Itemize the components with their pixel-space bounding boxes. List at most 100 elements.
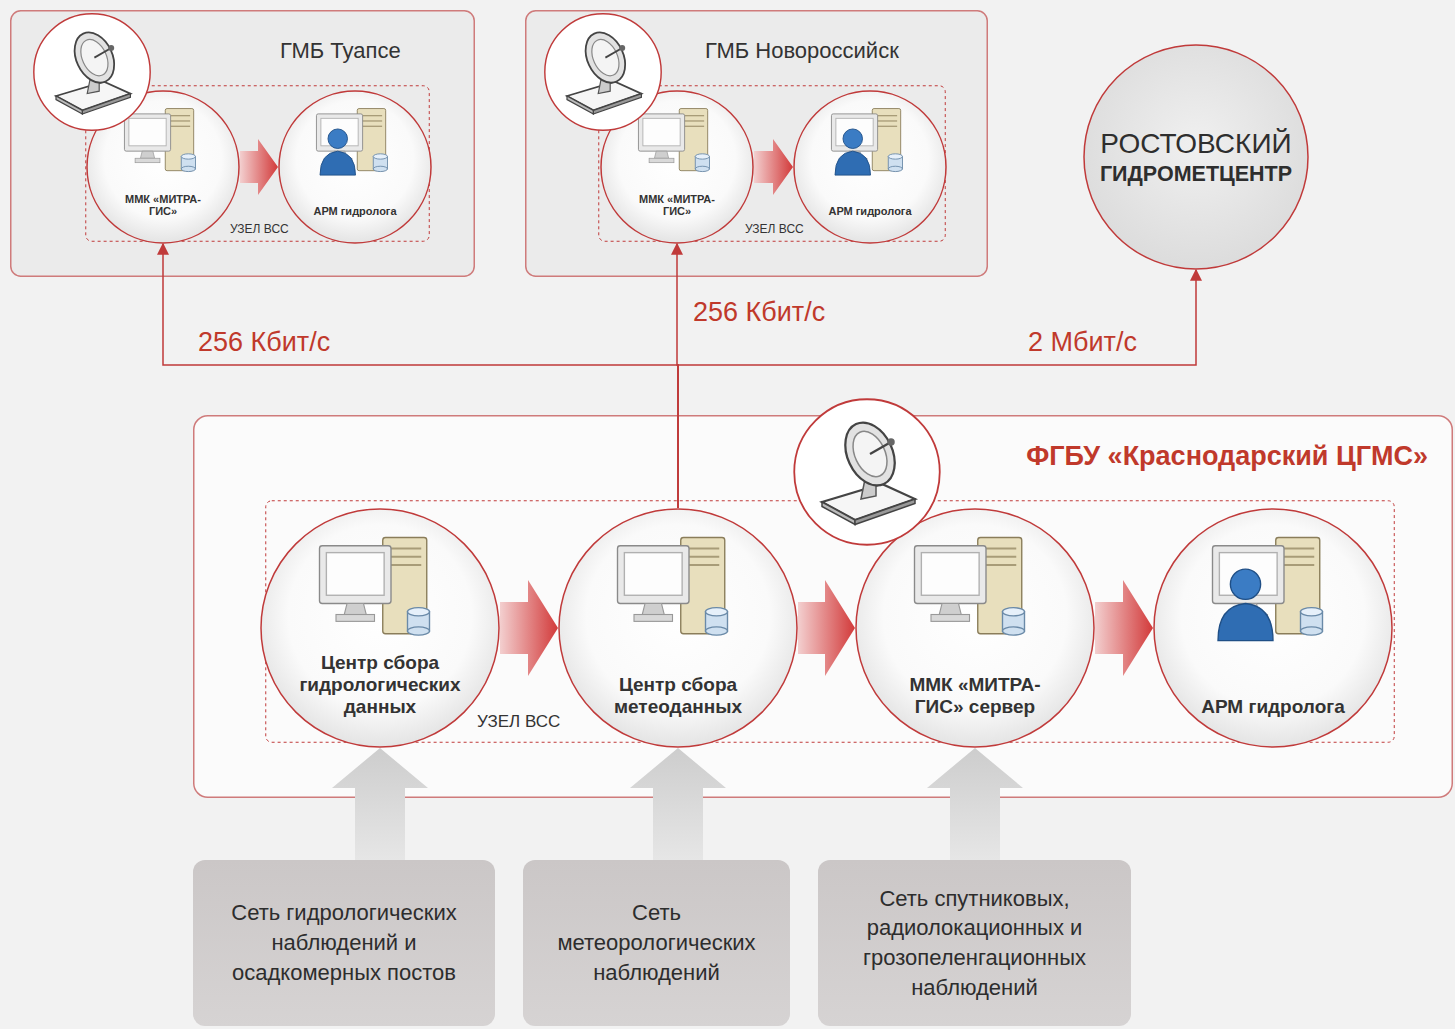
bandwidth-label: 2 Мбит/с: [1025, 326, 1140, 358]
user-icon: [826, 105, 915, 176]
node-label: ММК «МИТРА-ГИС» сервер: [900, 674, 1050, 718]
flow-arrow: [1095, 580, 1153, 676]
icon-part: [82, 94, 130, 114]
icon-part: [624, 553, 682, 596]
satellite-dish-icon: [32, 12, 152, 132]
icon-part: [75, 35, 113, 80]
icon-part: [855, 499, 915, 525]
icon-part: [1281, 564, 1314, 566]
center-circle: РОСТОВСКИЙГИДРОМЕТЦЕНТР: [1083, 44, 1309, 270]
station-panel: ММК «МИТРА-ГИС» АРМ гидрологаУЗЕЛ ВСС ГМБ …: [525, 10, 988, 277]
flow-arrow: [630, 748, 726, 860]
icon-part: [695, 154, 709, 159]
workstation-circle: АРМ гидролога: [278, 90, 432, 244]
icon-part: [344, 604, 366, 615]
circle-shape: [856, 509, 1094, 747]
network-box: Сеть метеорологических наблюдений: [523, 860, 790, 1026]
icon-part: [135, 158, 160, 162]
icon-part: [846, 426, 893, 482]
node-label: Центр сбора метеоданных: [589, 674, 767, 718]
workstation-circle: АРМ гидролога: [793, 90, 947, 244]
station-panel: Центр сбора гидрологических данныхЦентр …: [193, 415, 1453, 798]
workstation-circle: ММК «МИТРА-ГИС» сервер: [855, 508, 1095, 748]
flow-arrow: [240, 139, 278, 195]
icon-part: [931, 615, 970, 622]
icon-part: [360, 126, 381, 127]
icon-part: [875, 115, 896, 116]
icon-part: [373, 154, 387, 159]
icon-part: [642, 118, 679, 146]
icon-part: [320, 546, 392, 604]
icon-part: [686, 564, 719, 566]
circle-outline: [278, 90, 432, 244]
station-panel: ММК «МИТРА-ГИС»АРМ гидрологаУЗЕЛ ВССГМБ …: [10, 10, 475, 277]
network-box: Сеть гидрологических наблюдений и осадко…: [193, 860, 495, 1026]
panel-title: УЗЕЛ ВСС: [230, 222, 289, 236]
circle-shape: [279, 91, 431, 243]
icon-part: [682, 126, 703, 127]
flow-arrow: [754, 139, 793, 195]
satellite-dish-icon: [792, 397, 942, 547]
node-group: ММК «МИТРА-ГИС» АРМ гидрологаУЗЕЛ ВСС: [598, 85, 946, 242]
panel-title: ГМБ Новороссийск: [705, 38, 899, 64]
icon-part: [128, 118, 165, 146]
node-label: РОСТОВСКИЙ: [1100, 126, 1291, 161]
workstation-circle: Центр сбора метеоданных: [558, 508, 798, 748]
icon-part: [327, 129, 347, 149]
panel-title: ФГБУ «Краснодарский ЦГМС»: [1026, 440, 1428, 472]
flow-arrow: [332, 748, 428, 860]
icon-part: [638, 114, 684, 151]
icon-part: [1230, 569, 1260, 599]
icon-part: [1213, 546, 1285, 604]
icon-part: [336, 615, 375, 622]
icon-part: [654, 151, 668, 158]
icon-part: [1003, 608, 1025, 616]
icon-part: [794, 399, 940, 545]
icon-part: [360, 115, 381, 116]
icon-part: [836, 415, 905, 494]
icon-part: [181, 166, 195, 171]
network-box: Сеть спутниковых, радиолокационных и гро…: [818, 860, 1131, 1026]
panel-outline: [526, 11, 988, 277]
user-icon: [1204, 532, 1342, 642]
icon-part: [140, 151, 154, 158]
flow-arrow: [927, 748, 1023, 860]
icon-part: [326, 553, 384, 596]
icon-part: [939, 604, 961, 615]
node-label: ММК «МИТРА-ГИС»: [631, 193, 723, 218]
flow-arrow: [500, 580, 558, 676]
icon-part: [593, 94, 641, 114]
panel-title: ГМБ Туапсе: [280, 38, 401, 64]
icon-part: [168, 120, 189, 121]
icon-part: [408, 608, 430, 616]
panel-title: УЗЕЛ ВСС: [477, 712, 560, 732]
icon-part: [578, 26, 633, 89]
user-icon: [311, 105, 400, 176]
icon-part: [875, 126, 896, 127]
icon-part: [567, 96, 593, 114]
satellite-dish-icon: [543, 12, 663, 132]
icon-part: [1301, 608, 1323, 616]
computer-icon: [633, 105, 722, 176]
node-label: Сеть гидрологических наблюдений и осадко…: [205, 898, 483, 987]
icon-part: [682, 120, 703, 121]
workstation-circle: АРМ гидролога: [1153, 508, 1393, 748]
panel-outline: [11, 11, 475, 277]
icon-part: [586, 35, 624, 80]
icon-part: [983, 556, 1016, 558]
bandwidth-label: 256 Кбит/с: [690, 296, 828, 328]
icon-part: [983, 564, 1016, 566]
icon-part: [1218, 604, 1273, 641]
circle-shape: [559, 509, 797, 747]
panel-title: УЗЕЛ ВСС: [745, 222, 804, 236]
icon-part: [373, 166, 387, 171]
icon-part: [888, 166, 902, 171]
icon-part: [686, 556, 719, 558]
icon-part: [875, 120, 896, 121]
icon-part: [545, 14, 661, 130]
icon-part: [983, 547, 1016, 549]
icon-part: [56, 96, 82, 114]
icon-part: [695, 166, 709, 171]
icon-part: [915, 546, 987, 604]
icon-part: [1281, 547, 1314, 549]
